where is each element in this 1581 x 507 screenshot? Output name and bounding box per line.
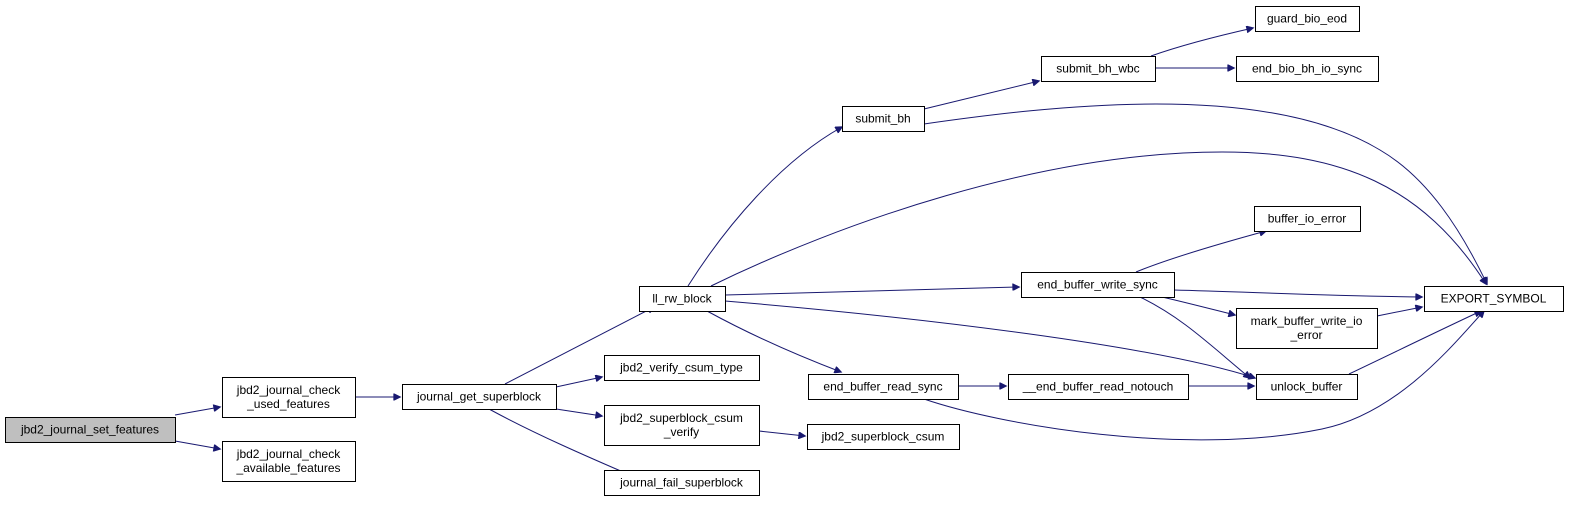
node-end-buffer-read-sync[interactable]: end_buffer_read_sync — [808, 374, 959, 400]
node-label: unlock_buffer — [1271, 380, 1343, 394]
node-buffer-io-error[interactable]: buffer_io_error — [1254, 206, 1361, 232]
edge-ll-rw-block-to-end-buffer-read-sync — [706, 310, 841, 372]
node-label: jbd2_journal_check — [236, 447, 341, 461]
node-box — [1236, 308, 1378, 349]
node-label: jbd2_journal_set_features — [20, 423, 159, 437]
node-label: submit_bh_wbc — [1056, 62, 1139, 76]
node-jbd2-superblock-csum[interactable]: jbd2_superblock_csum — [807, 424, 960, 450]
node-box — [222, 441, 356, 482]
node-mark-buffer-write-io-error[interactable]: mark_buffer_write_io_error — [1236, 308, 1378, 349]
node-box — [807, 424, 960, 450]
edge-journal-get-superblock-to-jbd2-verify-csum-type — [555, 377, 602, 388]
edge-journal-get-superblock-to-ll-rw-block — [504, 307, 654, 385]
node-box — [1021, 272, 1175, 298]
node-end-bio-bh-io-sync[interactable]: end_bio_bh_io_sync — [1236, 56, 1379, 82]
edge-ll-rw-block-to-end-buffer-write-sync — [724, 287, 1019, 296]
node-box — [842, 106, 925, 132]
node-export-symbol[interactable]: EXPORT_SYMBOL — [1424, 286, 1564, 312]
node-box — [222, 377, 356, 418]
node-label: buffer_io_error — [1268, 212, 1347, 226]
node-label: end_bio_bh_io_sync — [1252, 62, 1362, 76]
edge-end-buffer-read-sync-to-export-symbol — [923, 311, 1484, 441]
node-submit-bh-wbc[interactable]: submit_bh_wbc — [1041, 56, 1156, 82]
node-label: submit_bh — [855, 112, 910, 126]
node-end-buffer-write-sync[interactable]: end_buffer_write_sync — [1021, 272, 1175, 298]
node-label: __end_buffer_read_notouch — [1022, 380, 1174, 394]
node-box — [5, 417, 176, 443]
node-label: _error — [1289, 328, 1322, 342]
node-jbd2-verify-csum-type[interactable]: jbd2_verify_csum_type — [604, 355, 760, 381]
node-box — [808, 374, 959, 400]
node-jbd2-superblock-csum-verify[interactable]: jbd2_superblock_csum_verify — [604, 405, 760, 446]
node-label: EXPORT_SYMBOL — [1441, 292, 1547, 306]
node-box — [1256, 374, 1358, 400]
node-box — [604, 355, 760, 381]
nodes-layer: jbd2_journal_set_features jbd2_journal_ch… — [5, 6, 1564, 496]
node-submit-bh[interactable]: submit_bh — [842, 106, 925, 132]
node-label: ll_rw_block — [652, 292, 712, 306]
node-label: _used_features — [246, 397, 330, 411]
node-journal-get-superblock[interactable]: journal_get_superblock — [402, 384, 557, 410]
node-box — [1424, 286, 1564, 312]
node-end-buffer-read-notouch[interactable]: __end_buffer_read_notouch — [1008, 374, 1189, 400]
node-ll-rw-block[interactable]: ll_rw_block — [639, 286, 726, 312]
node-box — [639, 286, 726, 312]
node-jbd2-journal-check-used-features[interactable]: jbd2_journal_check_used_features — [222, 377, 356, 418]
node-jbd2-journal-set-features[interactable]: jbd2_journal_set_features — [5, 417, 176, 443]
edge-end-buffer-write-sync-to-unlock-buffer — [1139, 296, 1250, 378]
edge-jbd2-journal-set-features-to-jbd2-journal-check-available-features — [174, 440, 220, 449]
node-box — [1236, 56, 1379, 82]
node-box — [1041, 56, 1156, 82]
node-box — [402, 384, 557, 410]
node-box — [604, 470, 760, 496]
node-journal-fail-superblock[interactable]: journal_fail_superblock — [604, 470, 760, 496]
node-box — [1008, 374, 1189, 400]
edge-submit-bh-to-submit-bh-wbc — [923, 81, 1039, 110]
node-box — [1254, 206, 1361, 232]
node-label: jbd2_verify_csum_type — [619, 361, 743, 375]
node-label: journal_get_superblock — [416, 390, 542, 404]
edge-jbd2-journal-set-features-to-jbd2-journal-check-used-features — [174, 407, 220, 416]
node-label: journal_fail_superblock — [619, 476, 744, 490]
edges-layer — [174, 28, 1487, 478]
node-unlock-buffer[interactable]: unlock_buffer — [1256, 374, 1358, 400]
node-label: end_buffer_write_sync — [1037, 278, 1158, 292]
node-label: jbd2_superblock_csum — [821, 430, 945, 444]
edge-submit-bh-to-export-symbol — [923, 103, 1487, 284]
edge-ll-rw-block-to-unlock-buffer — [724, 300, 1255, 378]
node-box — [1255, 6, 1360, 32]
edge-mark-buffer-write-io-error-to-export-symbol — [1376, 307, 1422, 317]
node-label: jbd2_journal_check — [236, 383, 341, 397]
node-label: guard_bio_eod — [1267, 12, 1347, 26]
node-label: end_buffer_read_sync — [823, 380, 942, 394]
node-label: _verify — [663, 425, 699, 439]
edge-unlock-buffer-to-export-symbol — [1348, 311, 1481, 375]
edge-end-buffer-write-sync-to-mark-buffer-write-io-error — [1161, 296, 1235, 315]
node-guard-bio-eod[interactable]: guard_bio_eod — [1255, 6, 1360, 32]
node-jbd2-journal-check-available-features[interactable]: jbd2_journal_check_available_features — [222, 441, 356, 482]
node-label: _available_features — [235, 461, 340, 475]
edge-journal-get-superblock-to-jbd2-superblock-csum-verify — [555, 408, 602, 416]
edge-ll-rw-block-to-export-symbol — [710, 151, 1486, 287]
node-label: mark_buffer_write_io — [1251, 314, 1363, 328]
edge-end-buffer-write-sync-to-export-symbol — [1173, 289, 1422, 297]
node-label: jbd2_superblock_csum — [619, 411, 743, 425]
edge-submit-bh-wbc-to-guard-bio-eod — [1150, 28, 1253, 57]
node-box — [604, 405, 760, 446]
edge-end-buffer-write-sync-to-buffer-io-error — [1135, 231, 1266, 273]
edge-ll-rw-block-to-submit-bh — [687, 127, 842, 287]
edge-jbd2-superblock-csum-verify-to-jbd2-superblock-csum — [758, 430, 805, 436]
